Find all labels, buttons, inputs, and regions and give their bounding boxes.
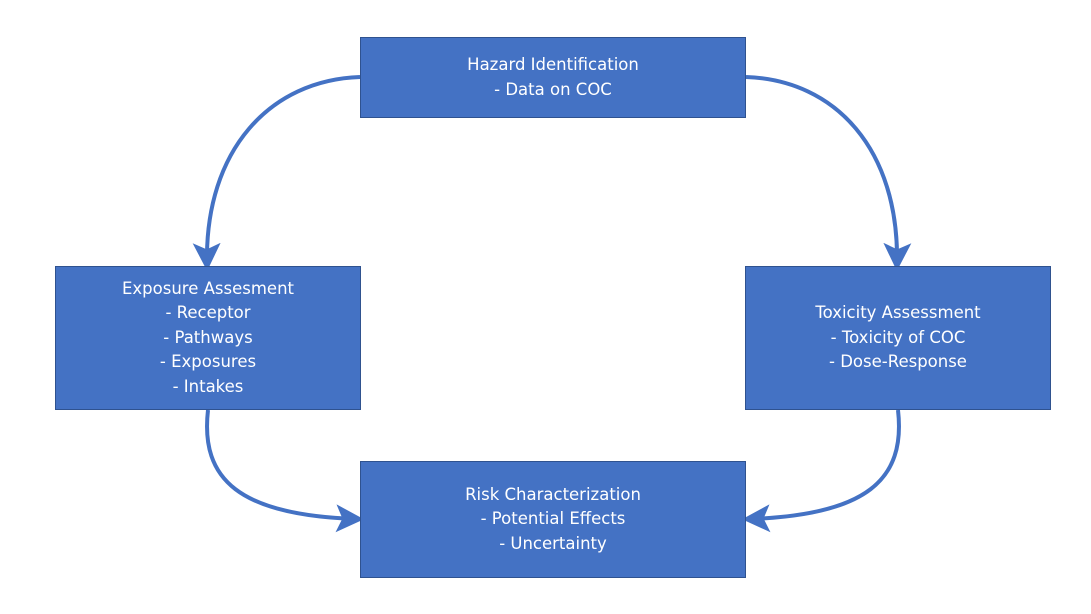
exposure-assessment-item: - Exposures: [159, 352, 257, 372]
hazard-identification-item: - Data on COC: [494, 79, 612, 99]
arrow-hazard-to-toxicity: [745, 75, 912, 271]
exposure-assessment-item: - Pathways: [163, 327, 253, 347]
hazard-identification-box: Hazard Identification - Data on COC: [360, 37, 746, 118]
risk-characterization-item: - Potential Effects: [480, 509, 626, 529]
arrow-exposure-to-risk: [205, 409, 364, 533]
exposure-assessment-item: - Receptor: [165, 303, 251, 323]
risk-characterization-box: Risk Characterization - Potential Effect…: [360, 461, 746, 578]
risk-characterization-title: Risk Characterization: [465, 484, 641, 504]
exposure-assessment-item: - Intakes: [172, 376, 244, 396]
exposure-assessment-box: Exposure Assesment - Receptor - Pathways…: [55, 266, 361, 410]
toxicity-assessment-item: - Toxicity of COC: [830, 327, 966, 347]
arrow-hazard-to-exposure: [192, 75, 361, 271]
arrow-toxicity-to-risk: [742, 409, 901, 533]
exposure-assessment-title: Exposure Assesment: [121, 278, 294, 298]
toxicity-assessment-title: Toxicity Assessment: [815, 303, 981, 323]
hazard-identification-title: Hazard Identification: [467, 55, 639, 74]
risk-characterization-item: - Uncertainty: [499, 533, 607, 553]
toxicity-assessment-item: - Dose-Response: [829, 352, 967, 372]
toxicity-assessment-box: Toxicity Assessment - Toxicity of COC - …: [745, 266, 1051, 410]
